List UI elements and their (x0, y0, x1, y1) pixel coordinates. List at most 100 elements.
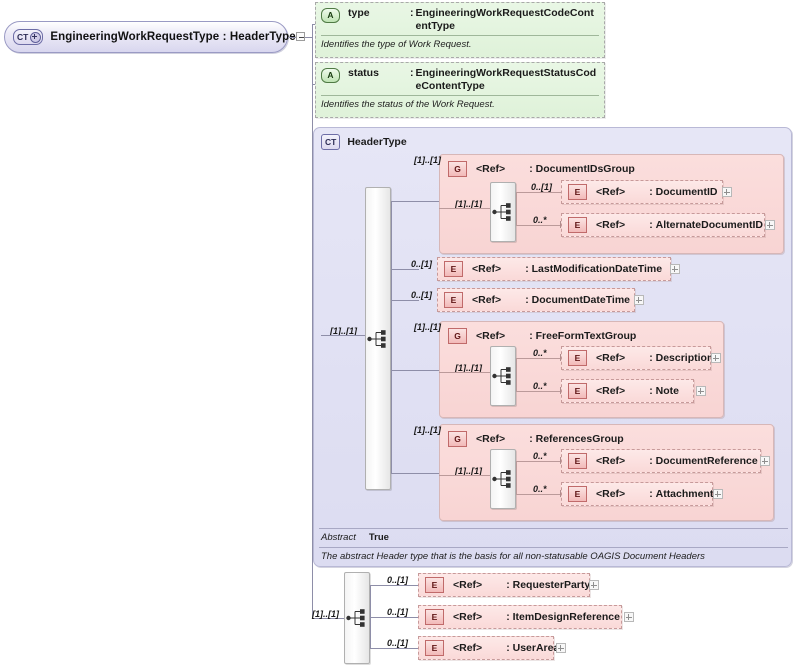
expand-button-itemdesignreference[interactable] (624, 612, 634, 622)
element-badge-icon: E (568, 350, 587, 366)
group-ref-label: <Ref> (476, 330, 506, 342)
plus-icon[interactable] (30, 31, 42, 43)
element-ref-label: <Ref> (472, 263, 502, 275)
root-complextype-node[interactable]: CT EngineeringWorkRequestType : HeaderTy… (4, 21, 296, 53)
element-ref-label: <Ref> (453, 611, 483, 623)
headertype-title: HeaderType (347, 136, 407, 148)
element-attachment[interactable]: E <Ref> : Attachment (561, 482, 713, 506)
connector-into-freeformtextgroup-sequence (439, 372, 490, 373)
divider (321, 35, 599, 36)
connector-stub (560, 457, 561, 464)
connector-documentidsgroup-spine (516, 192, 517, 225)
attribute-type[interactable]: A type : EngineeringWorkRequestCodeConte… (315, 2, 605, 58)
attribute-badge-icon: A (321, 8, 340, 23)
element-badge-icon: E (568, 383, 587, 399)
connector-root-out (288, 37, 296, 38)
element-badge-icon: E (425, 609, 444, 625)
connector-to-requesterparty (370, 585, 418, 586)
complextype-badge-label: CT (17, 32, 29, 42)
divider (319, 547, 788, 548)
element-ref-label: <Ref> (596, 186, 626, 198)
element-name: : AlternateDocumentID (649, 219, 763, 231)
abstract-value: True (368, 532, 389, 543)
sequence-icon (492, 203, 511, 221)
element-name: : DocumentID (649, 186, 718, 198)
group-header: G <Ref> : DocumentIDsGroup (448, 161, 635, 177)
element-badge-icon: E (444, 292, 463, 308)
connector-trailing-spine (370, 585, 371, 648)
expand-button-documentid[interactable] (722, 187, 732, 197)
complextype-badge-icon[interactable]: CT (13, 29, 44, 45)
attribute-name: type (348, 7, 370, 19)
connector-into-documentidsgroup-sequence (439, 208, 490, 209)
divider (319, 528, 788, 529)
headertype-sequence-cardinality: [1]..[1] (330, 326, 357, 336)
group-name: : FreeFormTextGroup (529, 330, 637, 342)
attribute-documentation: Identifies the status of the Work Reques… (321, 99, 495, 110)
expand-button-attachment[interactable] (713, 489, 723, 499)
root-label: EngineeringWorkRequestType : HeaderType (50, 31, 296, 43)
element-badge-icon: E (568, 486, 587, 502)
expand-button-requesterparty[interactable] (589, 580, 599, 590)
element-name: : Note (649, 385, 679, 397)
expand-button-note[interactable] (696, 386, 706, 396)
attribute-colon: : (410, 7, 414, 19)
element-note[interactable]: E <Ref> : Note (561, 379, 694, 403)
element-name: : LastModificationDateTime (525, 263, 663, 275)
divider (321, 95, 599, 96)
connector-to-itemdesignreference (370, 617, 418, 618)
documentid-cardinality: 0..[1] (531, 182, 553, 192)
element-lastmodificationdatetime[interactable]: E <Ref> : LastModificationDateTime (437, 257, 671, 281)
element-description[interactable]: E <Ref> : Description (561, 346, 713, 370)
element-documentreference[interactable]: E <Ref> : DocumentReference (561, 449, 761, 473)
connector-branch-trailing (312, 618, 344, 619)
group-referencesgroup-cardinality: [1]..[1] (414, 425, 441, 435)
headertype-description: The abstract Header type that is the bas… (321, 551, 705, 562)
attribute-status[interactable]: A status : EngineeringWorkRequestStatusC… (315, 62, 605, 118)
element-userarea[interactable]: E <Ref> : UserArea (418, 636, 559, 660)
expand-button-documentreference[interactable] (760, 456, 770, 466)
connector-to-documentdatetime (391, 300, 419, 301)
element-itemdesignreference[interactable]: E <Ref> : ItemDesignReference (418, 605, 622, 629)
element-ref-label: <Ref> (596, 455, 626, 467)
connector-to-alternatedocumentid (516, 225, 561, 226)
group-badge-icon: G (448, 431, 467, 447)
expand-button-alternatedocumentid[interactable] (765, 220, 775, 230)
element-badge-icon: E (568, 217, 587, 233)
abstract-label: Abstract (321, 532, 356, 543)
sequence-icon (346, 609, 365, 627)
element-requesterparty[interactable]: E <Ref> : RequesterParty (418, 573, 590, 597)
collapse-toggle-button[interactable] (296, 32, 305, 41)
expand-button-description[interactable] (711, 353, 721, 363)
group-documentidsgroup-cardinality: [1]..[1] (414, 155, 441, 165)
connector-referencesgroup-spine (516, 461, 517, 494)
group-badge-icon: G (448, 161, 467, 177)
connector-sequence-spine (391, 201, 392, 473)
connector-to-description (516, 358, 561, 359)
connector-stub (560, 354, 561, 361)
userarea-cardinality: 0..[1] (387, 638, 409, 648)
sequence-icon (367, 330, 386, 348)
element-name: : RequesterParty (506, 579, 591, 591)
element-alternatedocumentid[interactable]: E <Ref> : AlternateDocumentID (561, 213, 765, 237)
element-ref-label: <Ref> (596, 488, 626, 500)
attribute-type-name: EngineeringWorkRequestStatusCodeContentT… (415, 67, 597, 92)
complextype-badge-icon: CT (321, 134, 341, 150)
connector-freeformtextgroup-spine (516, 358, 517, 391)
element-documentdatetime[interactable]: E <Ref> : DocumentDateTime (437, 288, 635, 312)
group-name: : DocumentIDsGroup (529, 163, 635, 175)
element-badge-icon: E (425, 577, 444, 593)
connector-to-documentidsgroup (391, 201, 439, 202)
element-documentid[interactable]: E <Ref> : DocumentID (561, 180, 723, 204)
note-cardinality: 0..* (533, 381, 547, 391)
description-cardinality: 0..* (533, 348, 547, 358)
expand-button-userarea[interactable] (556, 643, 566, 653)
documentidsgroup-sequence-cardinality: [1]..[1] (455, 199, 482, 209)
expand-button-lastmodificationdatetime[interactable] (670, 264, 680, 274)
itemdesignreference-cardinality: 0..[1] (387, 607, 409, 617)
trailing-sequence-cardinality: [1]..[1] (312, 609, 339, 619)
element-ref-label: <Ref> (472, 294, 502, 306)
element-name: : UserArea (506, 642, 560, 654)
expand-button-documentdatetime[interactable] (634, 295, 644, 305)
